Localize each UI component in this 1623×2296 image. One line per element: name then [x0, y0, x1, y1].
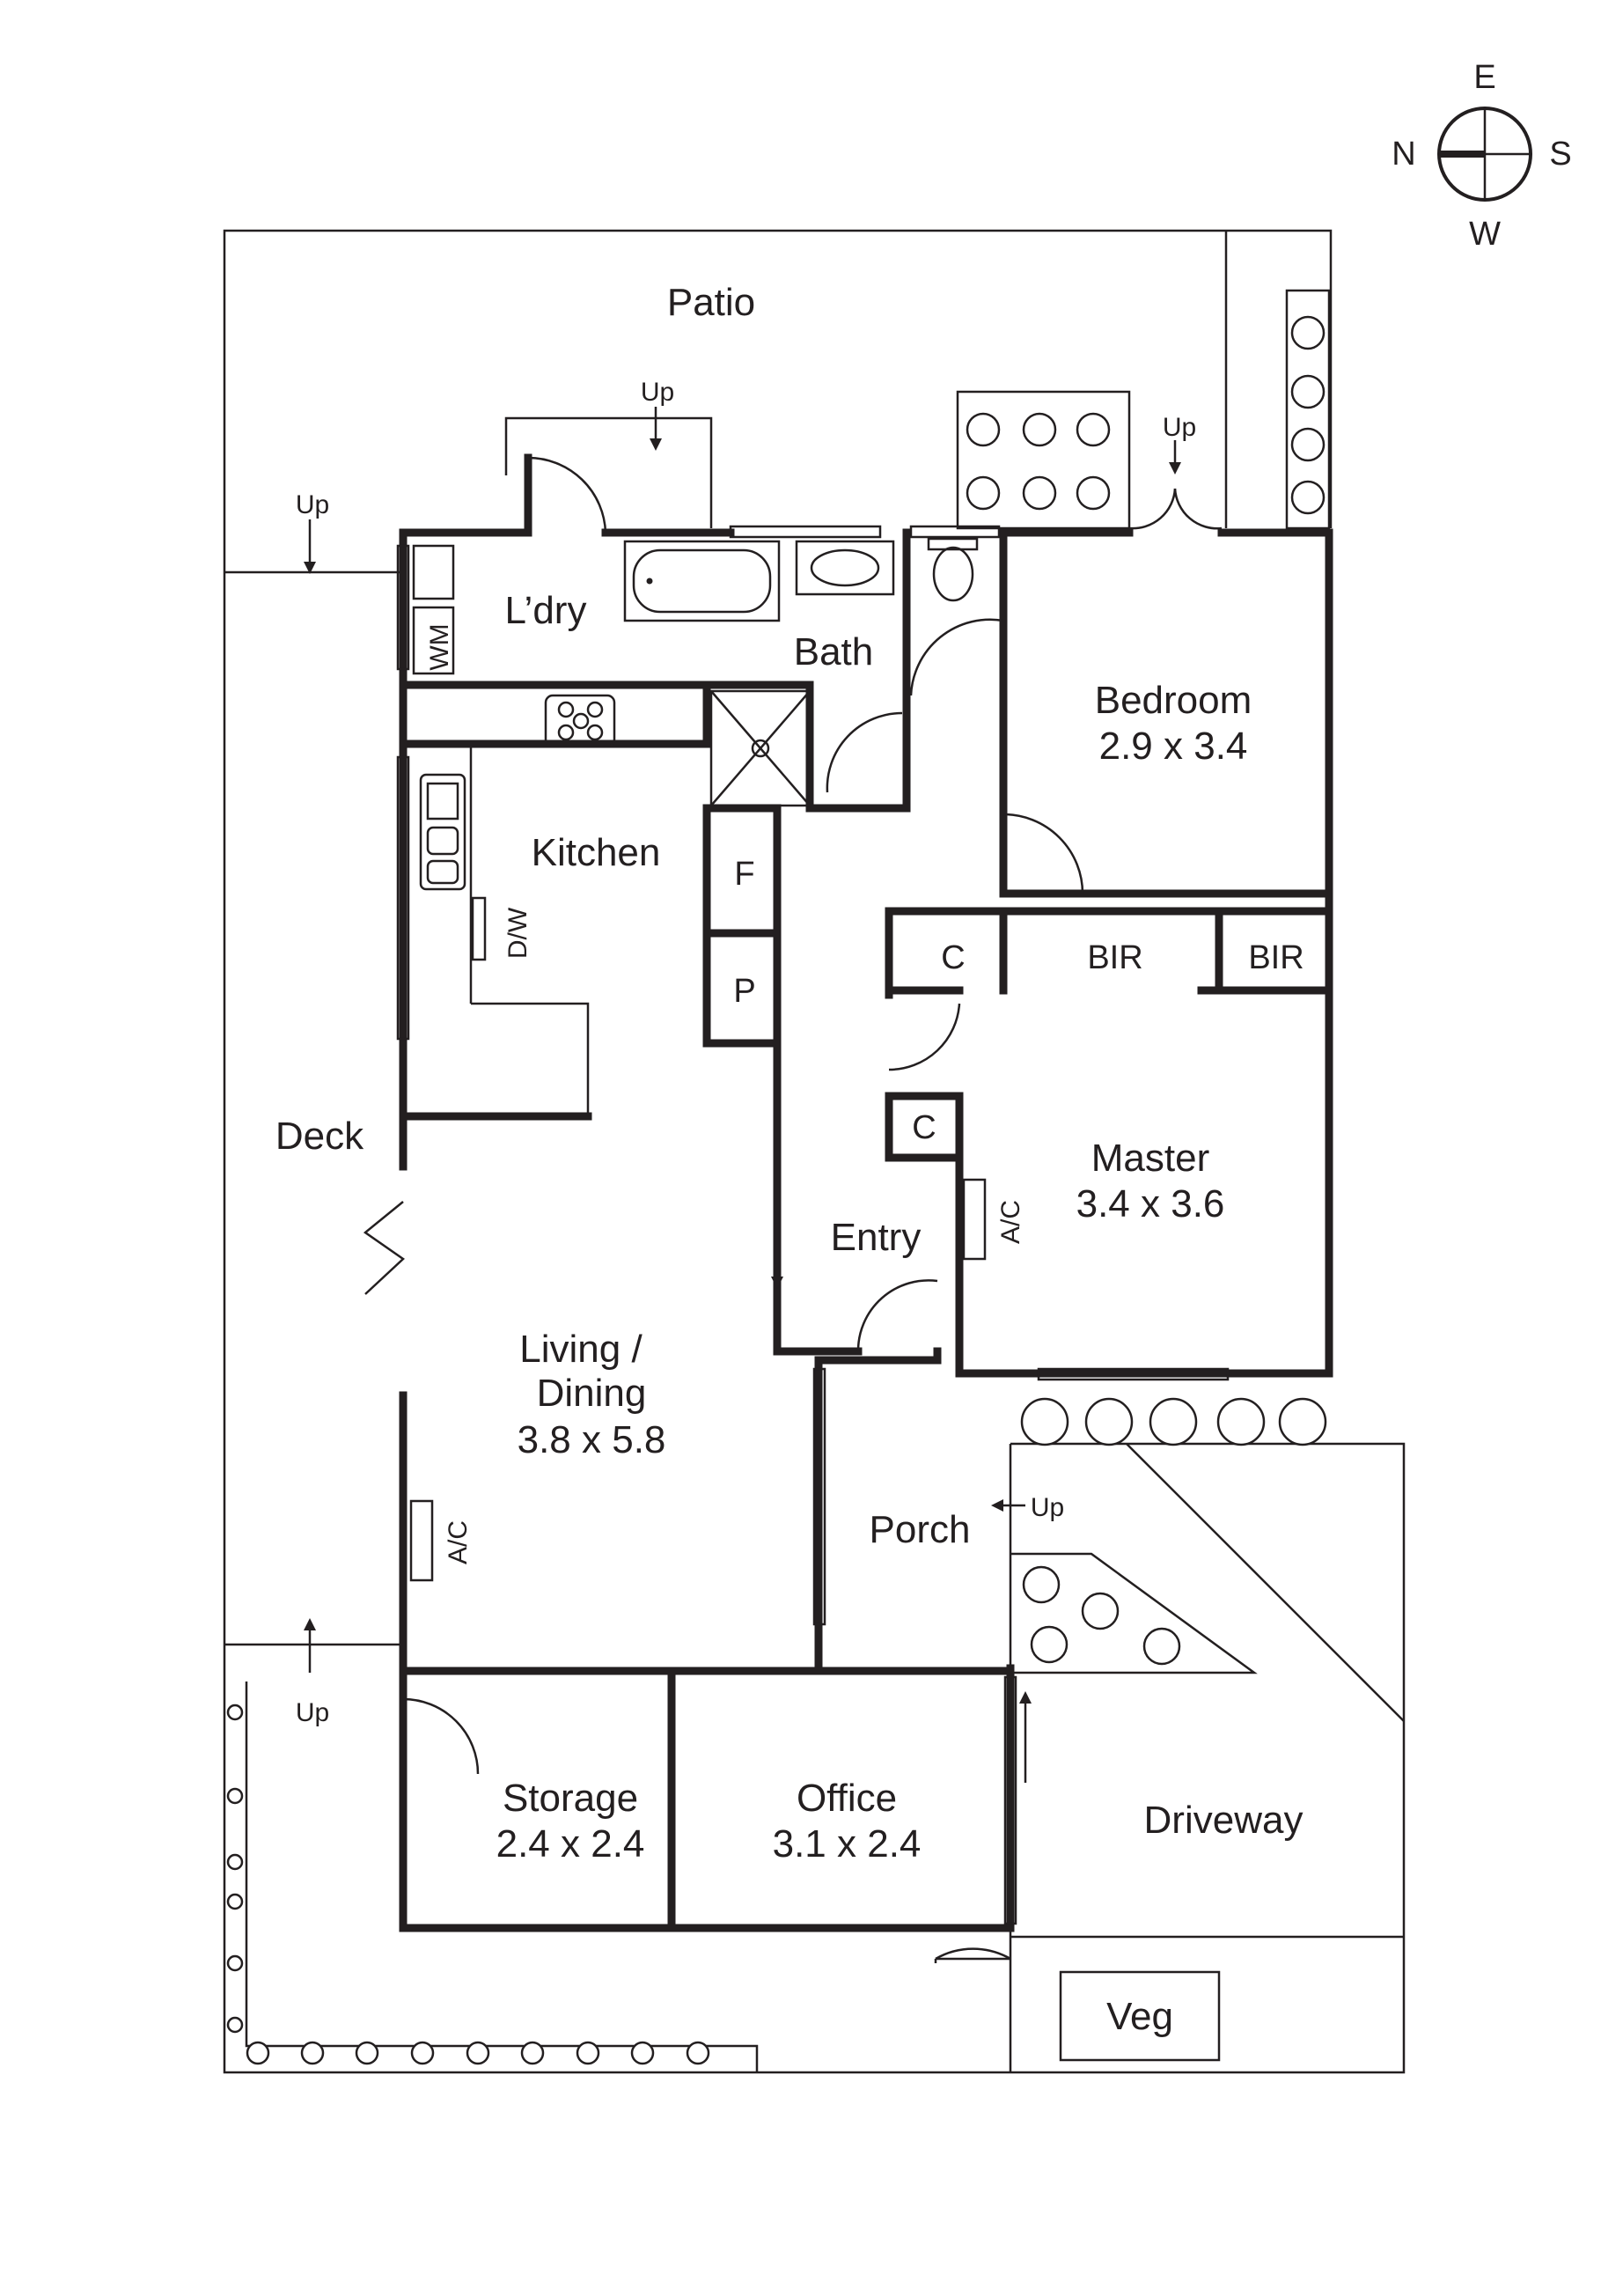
washing-machine-label: WM [425, 623, 454, 670]
bathtub-icon [623, 540, 781, 622]
compass-east-label: E [1473, 59, 1495, 96]
dishwasher-icon [471, 896, 487, 961]
step-arrows [304, 407, 1181, 1783]
veg-garden-bed [1059, 1970, 1221, 2062]
closet-1-label: C [941, 939, 965, 976]
kitchen-counter [469, 745, 707, 1004]
doors [363, 456, 1223, 1963]
compass-rose-icon [1437, 107, 1532, 202]
kitchen-label: Kitchen [532, 831, 661, 874]
pantry-label: P [733, 973, 755, 1010]
master-size: 3.4 x 3.6 [1076, 1182, 1225, 1225]
bir-2-label: BIR [1248, 939, 1304, 976]
shower-icon [709, 689, 812, 807]
bir-1-label: BIR [1087, 939, 1142, 976]
entry-label: Entry [831, 1216, 922, 1259]
dishwasher-label: D/W [503, 907, 532, 959]
garden-up-label: Up [1163, 413, 1196, 442]
toilet-icon [927, 537, 979, 602]
compass-west-label: W [1469, 216, 1501, 253]
kitchen-sink-icon [419, 773, 466, 891]
sink-icon [795, 540, 895, 596]
ac-living-label: A/C [444, 1520, 473, 1564]
bedroom-size: 2.9 x 3.4 [1099, 725, 1248, 768]
deck-north-up-label: Up [296, 490, 329, 519]
porch-up-label: Up [1031, 1493, 1064, 1522]
fridge-label: F [734, 856, 754, 893]
ac-master-label: A/C [996, 1200, 1025, 1244]
storage-size: 2.4 x 2.4 [496, 1822, 645, 1866]
master-label: Master [1091, 1137, 1209, 1180]
ac-unit-living-icon [409, 1499, 434, 1582]
windows [396, 525, 1230, 1925]
cooktop-icon [544, 694, 616, 748]
porch-label: Porch [870, 1508, 971, 1551]
closet-2-label: C [912, 1109, 936, 1146]
living-label-line2: Dining [537, 1372, 647, 1415]
patio-label: Patio [667, 281, 755, 324]
property-boundary [223, 229, 1406, 2074]
ac-unit-master-icon [962, 1178, 987, 1261]
living-label-line1: Living / [519, 1328, 643, 1371]
bedroom-label: Bedroom [1095, 679, 1252, 722]
office-size: 3.1 x 2.4 [773, 1822, 922, 1866]
office-label: Office [797, 1777, 897, 1820]
bath-label: Bath [794, 630, 874, 673]
compass-north-label: N [1392, 136, 1415, 173]
veg-label: Veg [1106, 1995, 1173, 2038]
driveway-label: Driveway [1144, 1799, 1304, 1842]
shrub-icons [226, 315, 1327, 2065]
washing-machine-icon [412, 544, 455, 675]
laundry-label: L’dry [505, 589, 587, 632]
deck-label: Deck [275, 1115, 364, 1158]
compass-south-label: S [1549, 136, 1571, 173]
storage-label: Storage [503, 1777, 638, 1820]
deck-south-up-label: Up [296, 1698, 329, 1727]
living-size: 3.8 x 5.8 [518, 1418, 666, 1461]
patio-up-label: Up [641, 378, 674, 407]
